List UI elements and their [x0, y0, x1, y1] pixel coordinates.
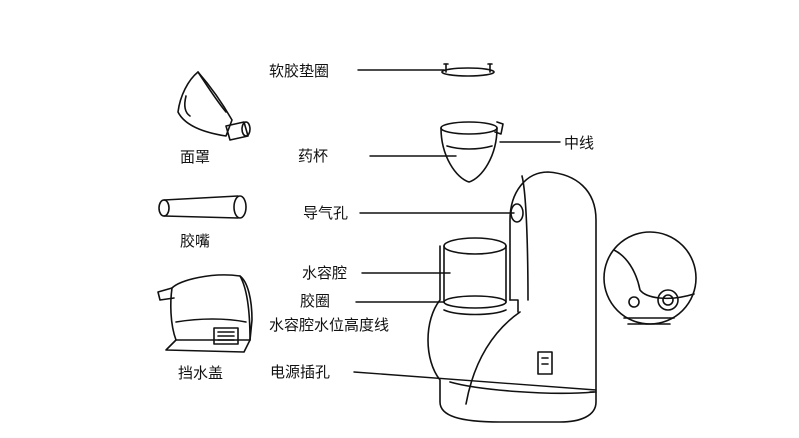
- mask-part: [177, 71, 251, 141]
- label-water-chamber: 水容腔: [302, 264, 347, 282]
- label-air-hole: 导气孔: [303, 204, 348, 222]
- water-chamber-part: [443, 237, 507, 316]
- label-power-socket: 电源插孔: [270, 363, 330, 381]
- medicine-cup-part: [440, 121, 504, 183]
- label-mask: 面罩: [180, 148, 210, 166]
- leader-lines: [353, 69, 597, 391]
- label-center-line: 中线: [564, 134, 594, 152]
- label-water-cover: 挡水盖: [178, 364, 223, 382]
- nebulizer-body: [427, 171, 597, 423]
- label-mouthpiece: 胶嘴: [180, 232, 210, 250]
- label-medicine-cup: 药杯: [298, 147, 328, 165]
- mouthpiece-part: [158, 195, 247, 219]
- detail-circle: [603, 231, 697, 325]
- label-gasket: 软胶垫圈: [269, 62, 329, 80]
- gasket-part: [441, 63, 495, 77]
- label-water-level-line: 水容腔水位高度线: [269, 316, 389, 334]
- water-cover-part: [157, 274, 253, 353]
- label-rubber-ring: 胶圈: [300, 292, 330, 310]
